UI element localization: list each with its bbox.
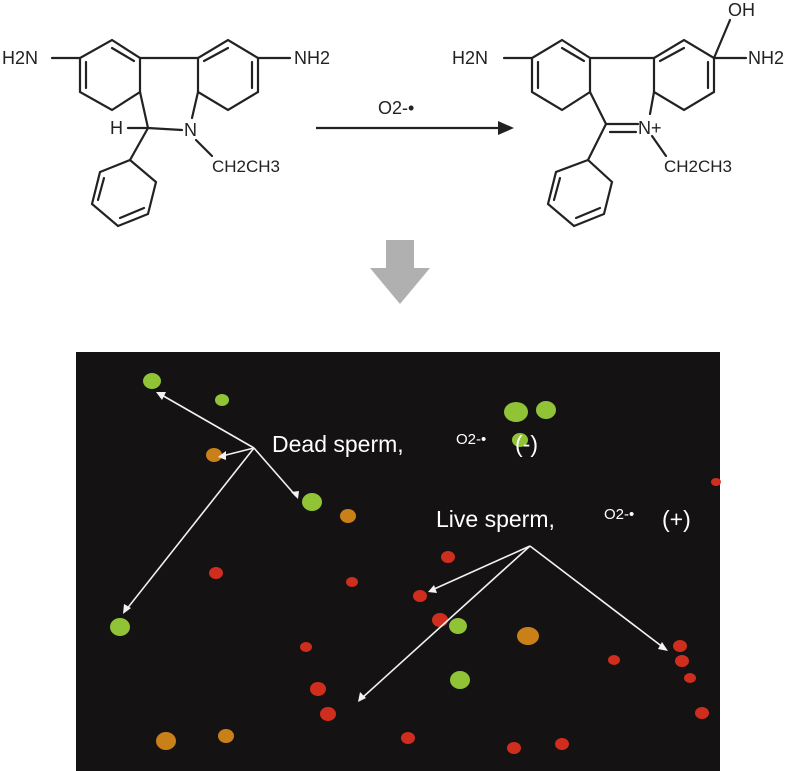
- reactant-ethyl: CH2CH3: [212, 157, 280, 176]
- dead-arrow-3: [253, 447, 297, 497]
- sperm-cell-dead: [536, 401, 556, 419]
- sperm-cell-dead: [449, 618, 467, 634]
- sperm-cell-mixed: [218, 729, 234, 743]
- sperm-cell-dead: [504, 402, 528, 422]
- product-left-amine: H2N: [452, 48, 488, 68]
- live-arrow-3: [361, 545, 531, 699]
- sperm-cell-dead: [450, 671, 470, 689]
- sperm-cell-mixed: [340, 509, 356, 523]
- sperm-cell-live: [413, 590, 427, 602]
- sperm-cell-mixed: [206, 448, 222, 462]
- product-right-amine: NH2: [748, 48, 784, 68]
- sperm-cell-mixed: [156, 732, 176, 750]
- reactant-left-amine: H2N: [2, 48, 38, 68]
- sperm-cell-dead: [143, 373, 161, 389]
- sperm-cell-live: [684, 673, 696, 683]
- annotation-arrows: [125, 393, 665, 699]
- micrograph-background: [76, 352, 720, 771]
- sperm-cell-live: [310, 682, 326, 696]
- dead-arrow-4: [125, 447, 255, 611]
- sperm-cell-dead: [302, 493, 322, 511]
- sperm-cell-live: [401, 732, 415, 744]
- live-arrow-2: [529, 545, 665, 649]
- label-dead-sign: (-): [515, 431, 538, 457]
- label-live: Live sperm, O2-• (+): [436, 506, 691, 532]
- label-dead-text: Dead sperm,: [272, 431, 404, 457]
- sperm-cell-dead: [110, 618, 130, 636]
- sperm-cell-live: [209, 567, 223, 579]
- sperm-cell-live: [320, 707, 336, 721]
- sperm-cell-live: [441, 551, 455, 563]
- label-dead-species: O2-•: [456, 431, 486, 448]
- sperm-cell-live: [507, 742, 521, 754]
- sperm-cells: [110, 373, 721, 754]
- sperm-cell-live: [673, 640, 687, 652]
- reaction-scheme: H2N NH2 H N CH2CH3 O2-•: [2, 0, 784, 304]
- sperm-cell-dead: [215, 394, 229, 406]
- reactant-nitrogen: N: [184, 120, 197, 140]
- sperm-cell-live: [608, 655, 620, 665]
- label-live-species: O2-•: [604, 506, 634, 523]
- label-live-text: Live sperm,: [436, 506, 555, 532]
- down-arrow-icon: [370, 240, 430, 304]
- sperm-cell-dead: [512, 433, 528, 447]
- reactant-structure: H2N NH2 H N CH2CH3: [2, 38, 330, 228]
- reaction-arrow: O2-•: [316, 98, 514, 135]
- product-structure: H2N NH2 OH N+ CH2CH3: [452, 0, 784, 228]
- dead-arrow-2: [221, 447, 255, 457]
- product-ethyl: CH2CH3: [664, 157, 732, 176]
- annotation-arrowheads: [123, 392, 668, 702]
- reagent-label: O2-•: [378, 98, 414, 118]
- dead-arrow-1: [159, 393, 255, 449]
- label-live-sign: (+): [662, 506, 691, 532]
- sperm-cell-live: [695, 707, 709, 719]
- sperm-cell-live: [346, 577, 358, 587]
- product-nitrogen: N+: [638, 118, 662, 138]
- sperm-cell-live: [300, 642, 312, 652]
- label-dead: Dead sperm, O2-• (-): [272, 431, 538, 457]
- sperm-cell-live: [711, 478, 721, 486]
- sperm-cell-live: [555, 738, 569, 750]
- sperm-cell-live: [675, 655, 689, 667]
- reactant-right-amine: NH2: [294, 48, 330, 68]
- product-hydroxyl: OH: [728, 0, 755, 20]
- reactant-hydrogen: H: [110, 118, 123, 138]
- sperm-cell-live: [432, 613, 448, 627]
- sperm-cell-mixed: [517, 627, 539, 645]
- live-arrow-1: [431, 545, 531, 591]
